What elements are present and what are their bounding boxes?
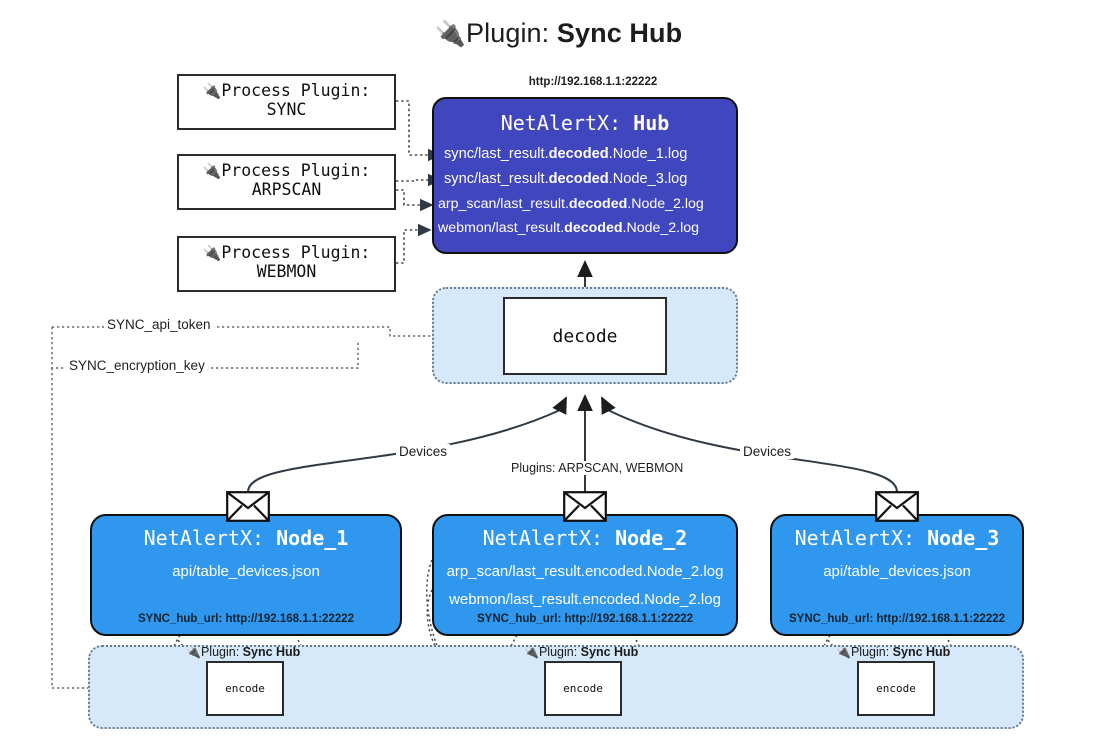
- node-title-prefix: NetAlertX:: [482, 526, 616, 550]
- node-line: arp_scan/last_result.encoded.Node_2.log: [446, 563, 724, 580]
- log-post: .Node_2.log: [622, 220, 700, 236]
- process-plugin-name: WEBMON: [256, 261, 317, 281]
- hub-log-line: sync/last_result.decoded.Node_1.log: [444, 142, 736, 167]
- log-mid: decoded: [548, 171, 609, 187]
- hub-log-line: arp_scan/last_result.decoded.Node_2.log: [438, 192, 736, 216]
- process-plugin-box-webmon[interactable]: 🔌Process Plugin: WEBMON: [177, 236, 396, 292]
- node-box-node-1[interactable]: NetAlertX: Node_1 api/table_devices.json…: [90, 514, 402, 636]
- page-title-lead: Plugin:: [466, 18, 557, 48]
- node-hub-url: SYNC_hub_url: http://192.168.1.1:22222: [476, 613, 694, 625]
- edge-label-api-token: SYNC_api_token: [104, 317, 214, 332]
- band-plugin-label-1: 🔌Plugin: Sync Hub: [186, 645, 300, 659]
- decode-box[interactable]: decode: [503, 297, 667, 375]
- band-plugin-label-3: 🔌Plugin: Sync Hub: [836, 645, 950, 659]
- log-mid: decoded: [568, 196, 628, 212]
- page-title: 🔌Plugin: Sync Hub: [0, 18, 1117, 49]
- log-pre: arp_scan/last_result.: [438, 196, 569, 212]
- encode-box-node-3[interactable]: encode: [857, 661, 935, 716]
- node-line: webmon/last_result.encoded.Node_2.log: [449, 591, 721, 608]
- envelope-icon: [226, 491, 270, 522]
- hub-log-line: sync/last_result.decoded.Node_3.log: [444, 167, 736, 192]
- node-title: NetAlertX: Node_1: [92, 526, 400, 550]
- node-title-prefix: NetAlertX:: [143, 526, 277, 550]
- edge-label-encryption-key: SYNC_encryption_key: [66, 358, 208, 373]
- process-plugin-label: Process Plugin:: [221, 81, 371, 100]
- hub-box[interactable]: NetAlertX: Hub sync/last_result.decoded.…: [432, 97, 738, 254]
- log-post: .Node_3.log: [608, 171, 688, 187]
- envelope-icon: [563, 491, 607, 522]
- node-line: api/table_devices.json: [172, 563, 320, 580]
- process-plugin-name: SYNC: [266, 99, 307, 119]
- node-title: NetAlertX: Node_3: [772, 526, 1022, 550]
- plug-icon: 🔌: [524, 645, 539, 659]
- node-box-node-3[interactable]: NetAlertX: Node_3 api/table_devices.json…: [770, 514, 1024, 636]
- band-plugin-lead: Plugin:: [200, 645, 243, 659]
- log-post: .Node_2.log: [627, 196, 704, 212]
- plug-icon: 🔌: [202, 162, 222, 180]
- node-title: NetAlertX: Node_2: [434, 526, 736, 550]
- node-title-name: Node_2: [615, 526, 688, 550]
- node-box-node-2[interactable]: NetAlertX: Node_2 arp_scan/last_result.e…: [432, 514, 738, 636]
- hub-title: NetAlertX: Hub: [434, 111, 736, 135]
- node-title-prefix: NetAlertX:: [794, 526, 928, 550]
- page-title-strong: Sync Hub: [556, 18, 683, 48]
- envelope-icon: [875, 491, 919, 522]
- band-plugin-strong: Sync Hub: [242, 645, 301, 659]
- edge-label-plugins-center: Plugins: ARPSCAN, WEBMON: [508, 461, 687, 475]
- node-title-name: Node_1: [276, 526, 349, 550]
- log-pre: webmon/last_result.: [438, 220, 565, 236]
- hub-title-prefix: NetAlertX:: [500, 111, 634, 135]
- process-plugin-label: Process Plugin:: [221, 161, 371, 180]
- hub-log-list: sync/last_result.decoded.Node_1.log sync…: [434, 142, 736, 240]
- log-pre: sync/last_result.: [444, 171, 549, 187]
- edge-label-devices-left: Devices: [396, 444, 451, 459]
- plug-icon: 🔌: [202, 244, 222, 262]
- encode-box-node-2[interactable]: encode: [544, 661, 622, 716]
- process-plugin-box-sync[interactable]: 🔌Process Plugin: SYNC: [177, 74, 396, 130]
- plug-icon: 🔌: [186, 645, 201, 659]
- hub-url-label: http://192.168.1.1:22222: [528, 76, 658, 88]
- node-title-name: Node_3: [927, 526, 1000, 550]
- node-line: api/table_devices.json: [823, 563, 971, 580]
- band-plugin-lead: Plugin:: [850, 645, 893, 659]
- log-pre: sync/last_result.: [444, 146, 549, 162]
- hub-title-name: Hub: [633, 111, 670, 135]
- log-post: .Node_1.log: [608, 146, 688, 162]
- process-plugin-label: Process Plugin:: [221, 243, 371, 262]
- encode-box-node-1[interactable]: encode: [206, 661, 284, 716]
- band-plugin-strong: Sync Hub: [892, 645, 951, 659]
- plug-icon: 🔌: [836, 645, 851, 659]
- log-mid: decoded: [548, 146, 609, 162]
- edge-label-devices-right: Devices: [740, 444, 795, 459]
- plug-icon: 🔌: [202, 82, 222, 100]
- node-hub-url: SYNC_hub_url: http://192.168.1.1:22222: [137, 613, 355, 625]
- node-line-list: api/table_devices.json: [772, 558, 1022, 586]
- log-mid: decoded: [564, 220, 623, 236]
- process-plugin-name: ARPSCAN: [251, 179, 322, 199]
- node-line-list: api/table_devices.json: [92, 558, 400, 586]
- process-plugin-box-arpscan[interactable]: 🔌Process Plugin: ARPSCAN: [177, 154, 396, 210]
- band-plugin-label-2: 🔌Plugin: Sync Hub: [524, 645, 638, 659]
- hub-log-line: webmon/last_result.decoded.Node_2.log: [438, 216, 736, 240]
- node-line-list: arp_scan/last_result.encoded.Node_2.log …: [434, 558, 736, 614]
- plug-icon: 🔌: [434, 20, 467, 48]
- band-plugin-lead: Plugin:: [538, 645, 581, 659]
- band-plugin-strong: Sync Hub: [580, 645, 639, 659]
- node-hub-url: SYNC_hub_url: http://192.168.1.1:22222: [788, 613, 1006, 625]
